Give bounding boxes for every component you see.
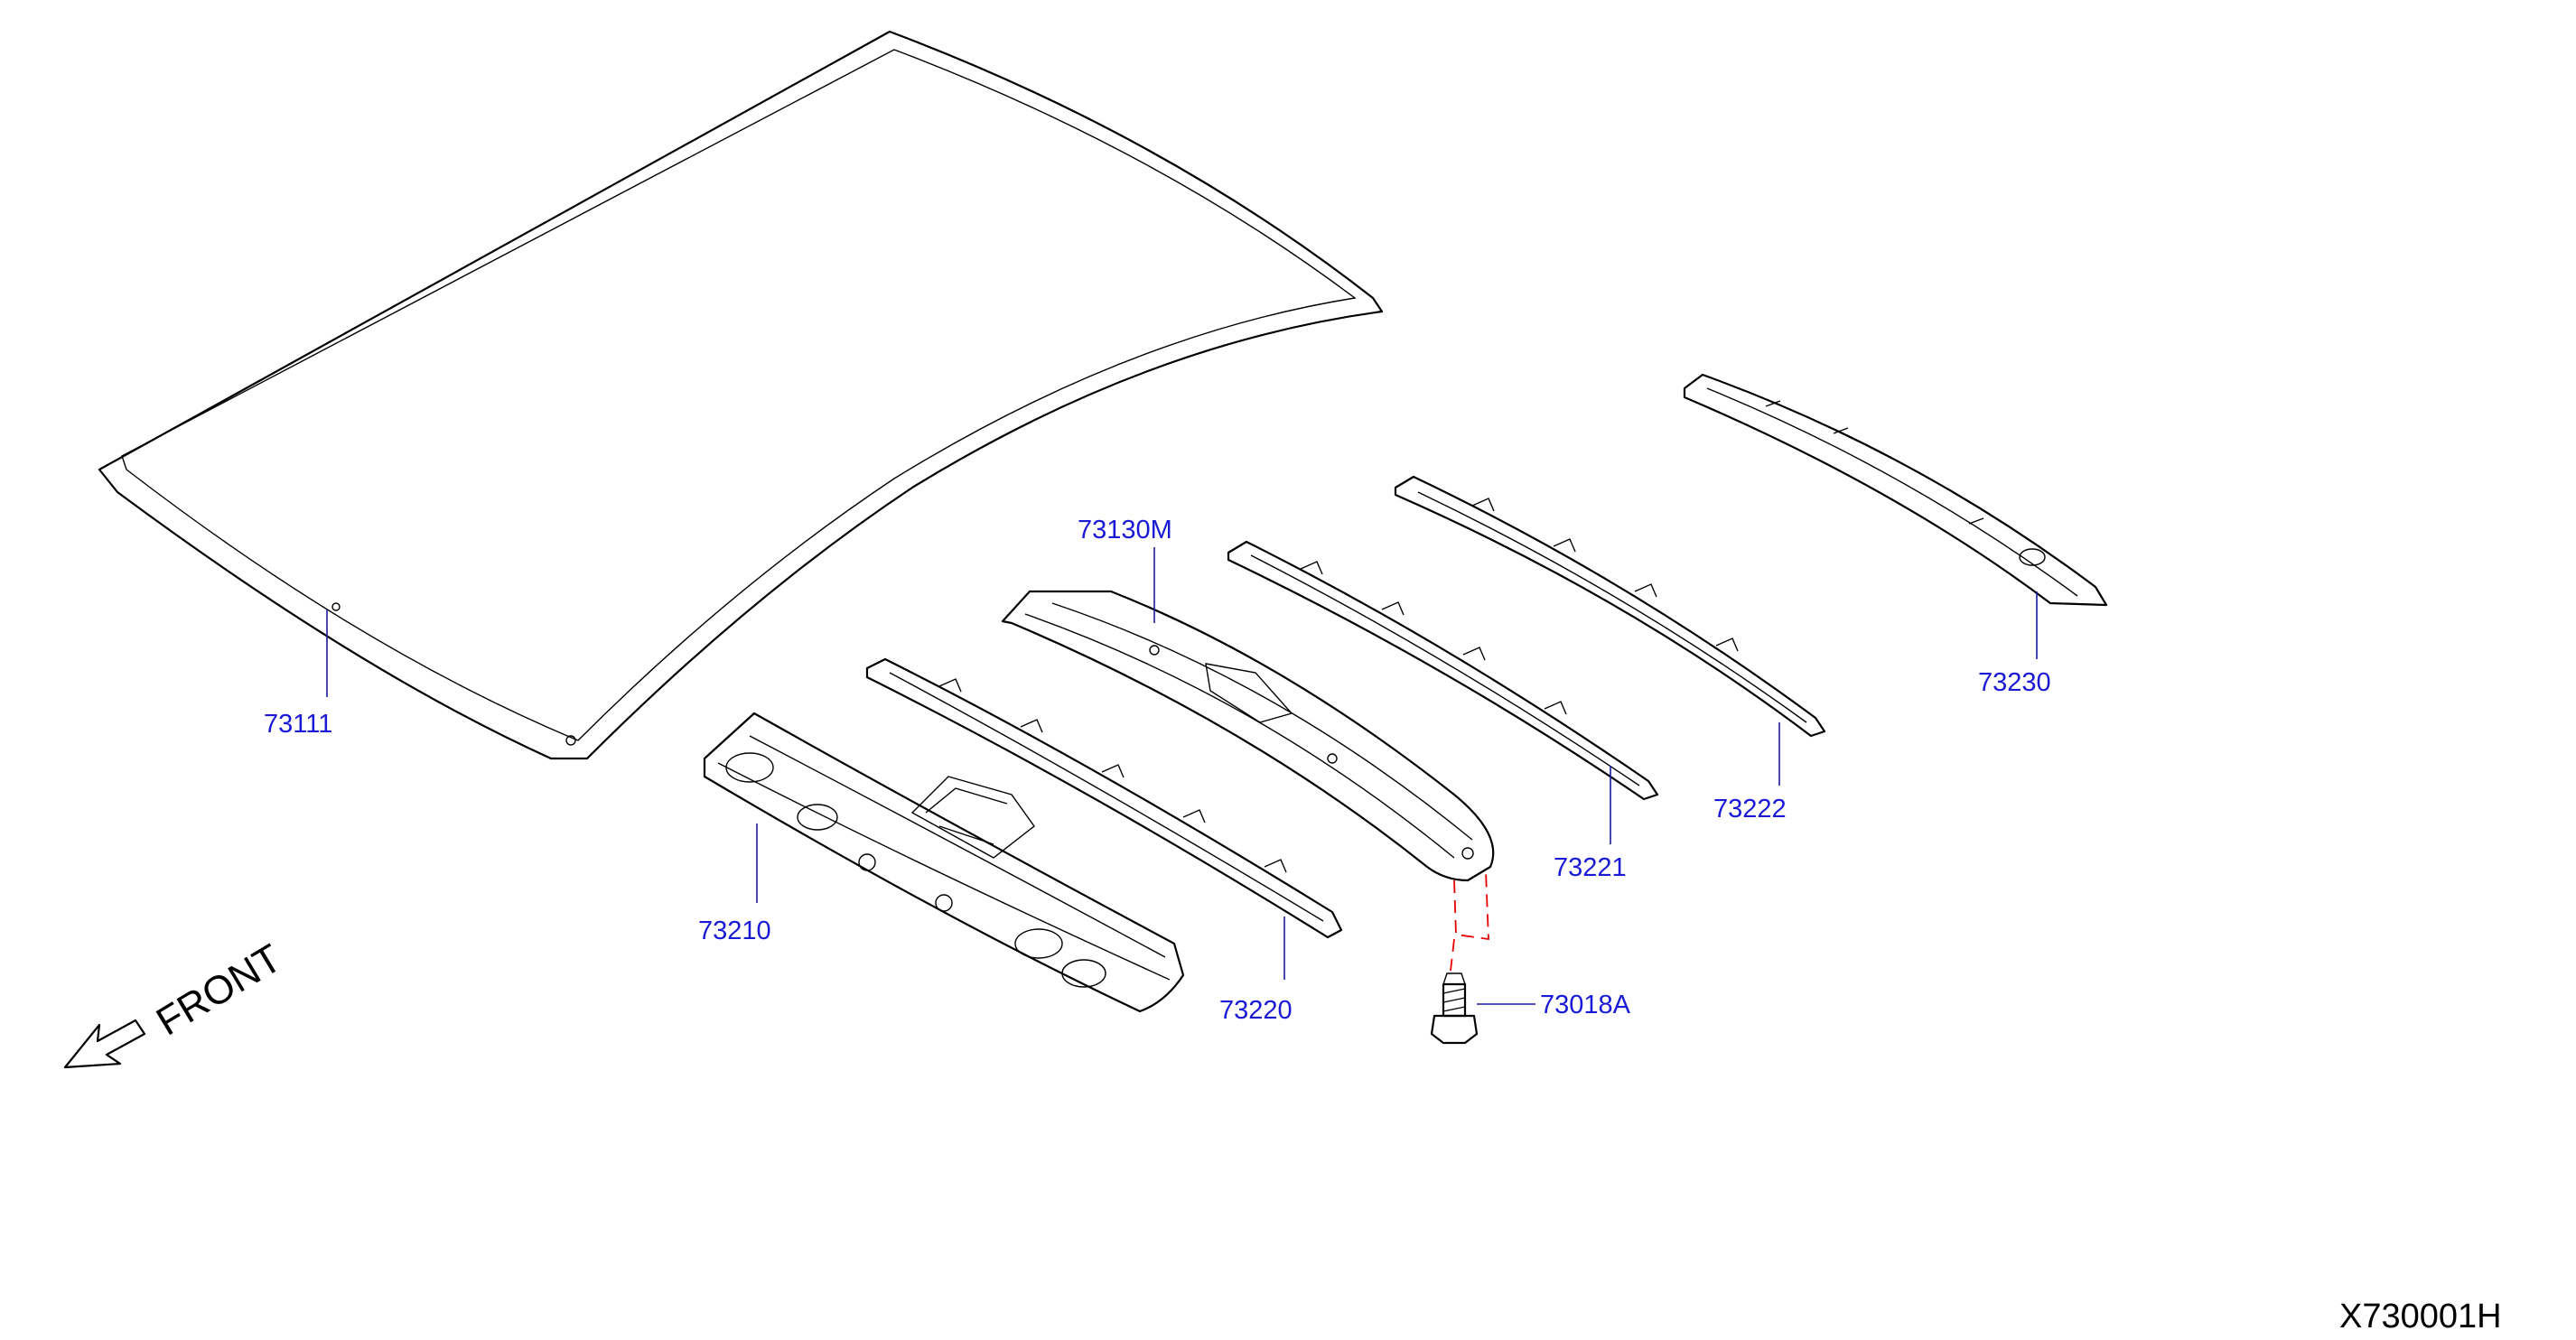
callout-73130m[interactable]: 73130M [1078,516,1172,544]
callout-73220[interactable]: 73220 [1219,996,1293,1025]
callout-73111[interactable]: 73111 [264,710,332,739]
roof-reinforcement [1001,590,1495,882]
front-arrow-icon [63,1019,146,1069]
front-direction-label: FRONT [149,936,289,1045]
roof-panel [98,30,1384,760]
bolt-path-dashed-2 [1450,938,1455,972]
leader-lines [326,547,2038,1005]
callout-73230[interactable]: 73230 [1978,668,2051,697]
callout-73018a[interactable]: 73018A [1540,991,1631,1019]
bolt-path-dashed [1453,870,1489,941]
roof-bow-1 [865,657,1343,939]
roof-bow-3 [1394,475,1826,738]
front-rail [703,712,1185,1013]
callout-73222[interactable]: 73222 [1713,795,1787,824]
callout-73210[interactable]: 73210 [698,917,771,945]
diagram-code: X730001H [2339,1298,2502,1335]
rear-rail [1683,373,2108,607]
callout-73221[interactable]: 73221 [1554,853,1627,882]
bolt-icon [1430,972,1479,1045]
roof-bow-2 [1227,540,1659,801]
